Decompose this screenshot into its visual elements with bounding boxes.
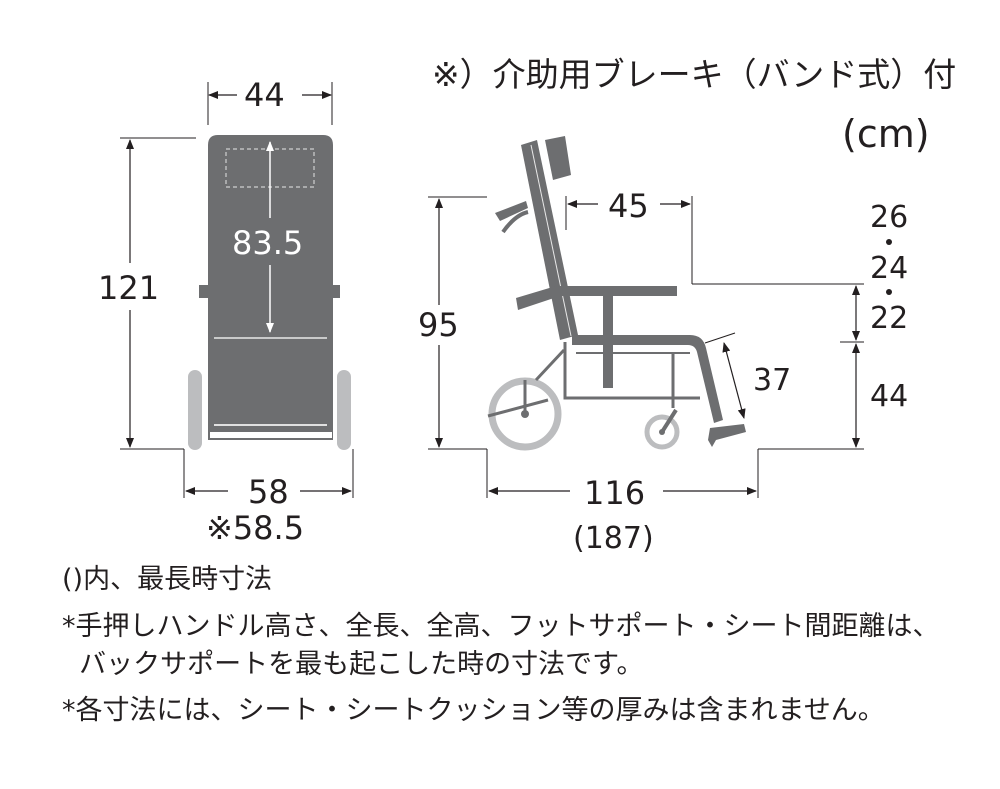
- handle-height-label: 95: [418, 306, 459, 344]
- backrest-height-label: 83.5: [232, 224, 304, 262]
- note-measurement-condition: *手押しハンドル高さ、全長、全高、フットサポート・シート間距離は、: [62, 611, 940, 642]
- note-measurement-condition-cont: バックサポートを最も起こした時の寸法です。: [62, 649, 644, 680]
- note-parentheses: ()内、最長時寸法: [62, 564, 273, 595]
- total-width-alt-label: ※58.5: [206, 509, 305, 547]
- total-height-label: 121: [98, 269, 160, 307]
- total-width-label: 58: [248, 473, 289, 511]
- separator-dot: [886, 289, 892, 295]
- seat-height-label: 44: [870, 379, 909, 414]
- side-view-drawing: [428, 136, 864, 498]
- seat-depth-label: 45: [608, 187, 649, 225]
- front-view-drawing: [120, 82, 354, 498]
- brake-note: ※）介助用ブレーキ（バンド式）付: [432, 55, 957, 94]
- armrest-height-option: 26: [870, 200, 909, 235]
- note-thickness-excluded: *各寸法には、シート・シートクッション等の厚みは含まれません。: [62, 695, 885, 726]
- total-length-max-label: (187): [573, 521, 654, 556]
- backrest-width-label: 44: [244, 76, 285, 114]
- total-length-label: 116: [584, 474, 646, 512]
- armrest-height-option: 24: [870, 251, 909, 286]
- unit-label: (cm): [842, 112, 930, 156]
- footrest-distance-label: 37: [753, 363, 792, 398]
- separator-dot: [886, 239, 892, 245]
- armrest-height-option: 22: [870, 301, 909, 336]
